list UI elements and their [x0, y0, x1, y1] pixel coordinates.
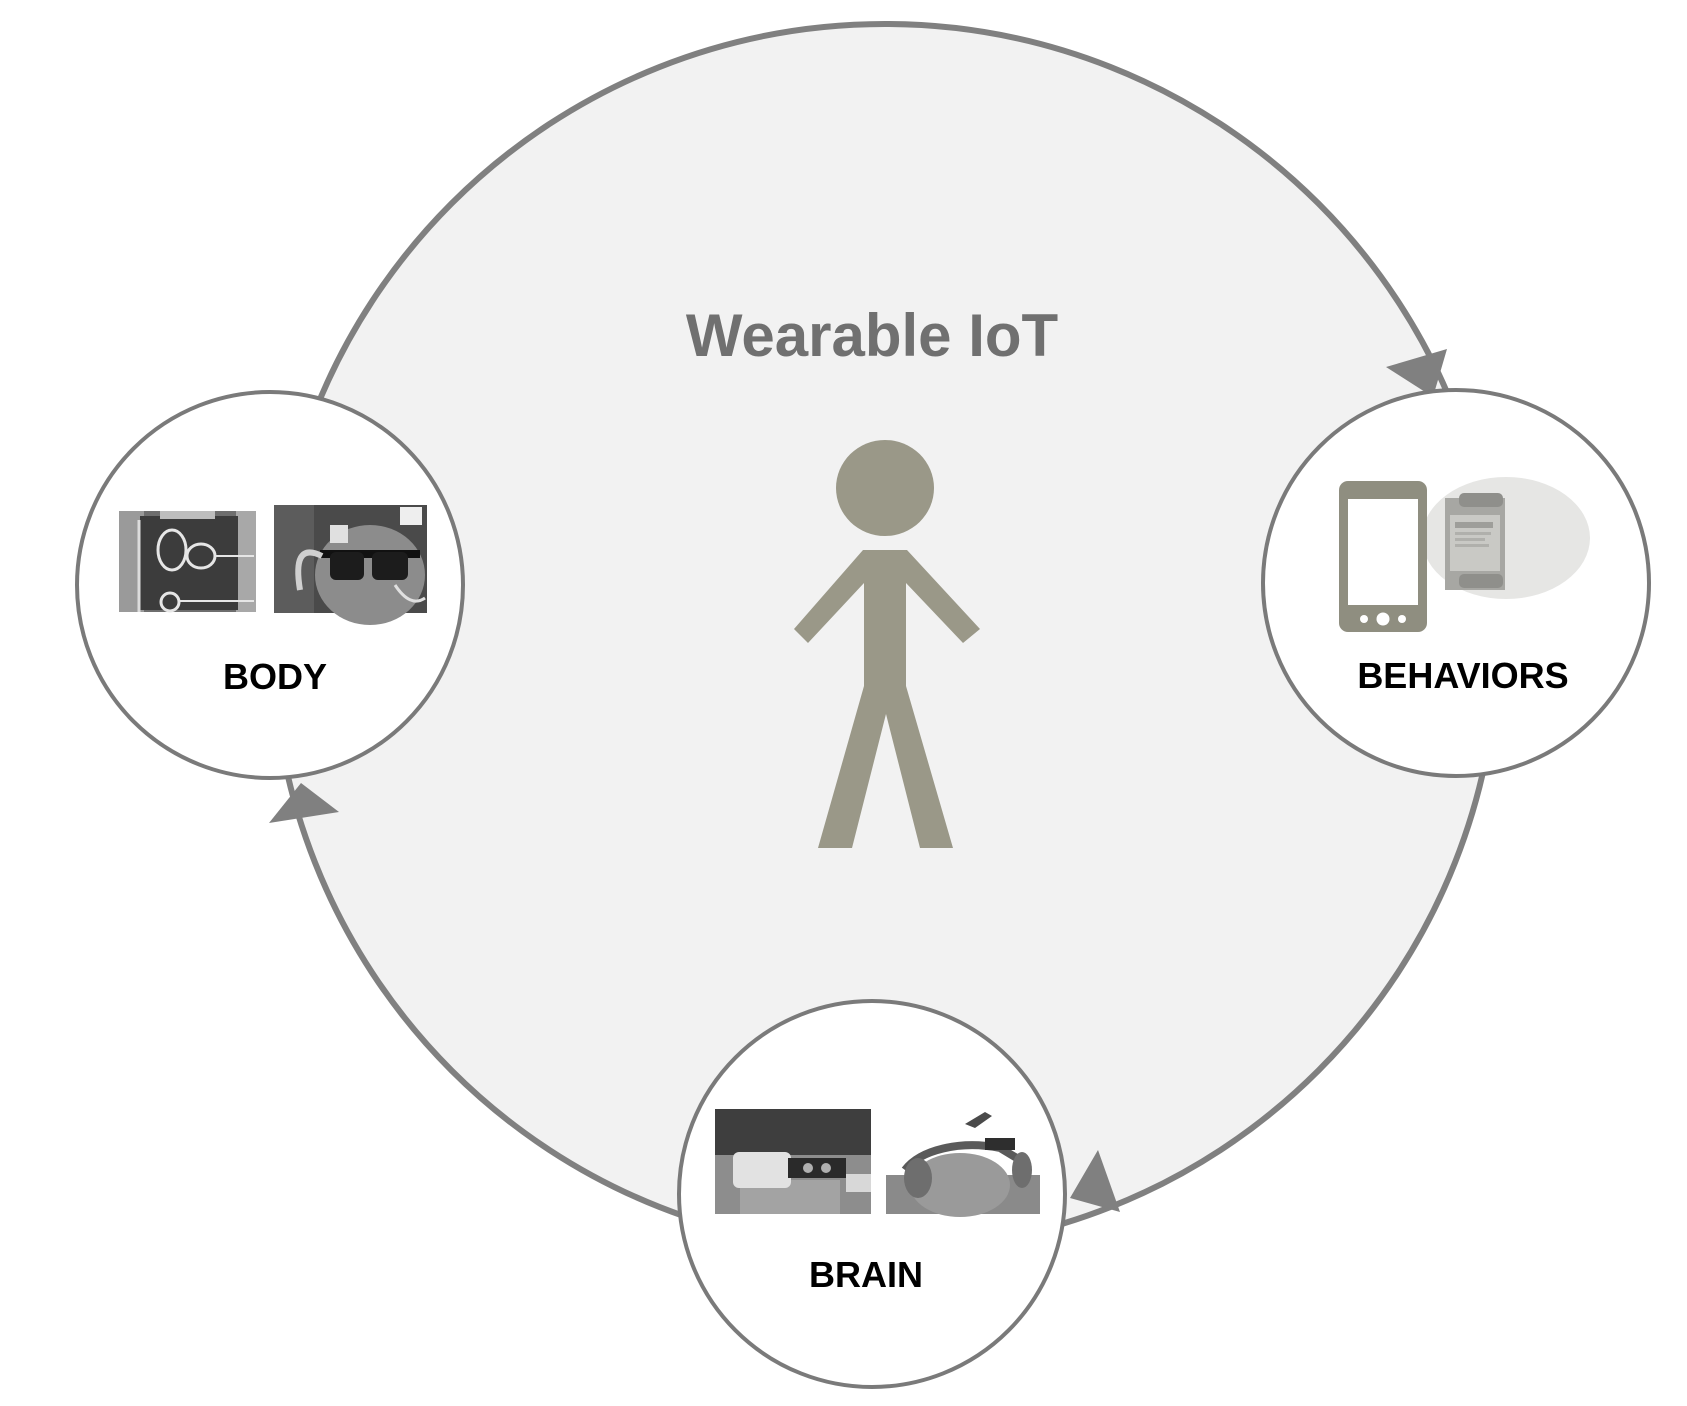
smartphone-icon — [1339, 481, 1427, 632]
smartwatch-photo — [1422, 477, 1590, 599]
arrow-to-behaviors-icon — [1386, 349, 1447, 397]
body-label: BODY — [223, 656, 327, 697]
brain-node: BRAIN — [677, 999, 1067, 1389]
behaviors-node: BEHAVIORS — [1261, 388, 1651, 778]
behaviors-label: BEHAVIORS — [1357, 655, 1568, 696]
arrow-to-brain-icon — [1070, 1150, 1120, 1212]
brain-label: BRAIN — [809, 1254, 923, 1295]
person-icon — [794, 440, 980, 848]
headband-eeg-photo — [886, 1109, 1040, 1217]
arrow-to-body-icon — [269, 783, 339, 823]
diagram-title: Wearable IoT — [686, 302, 1058, 369]
chest-sensor-photo — [119, 511, 256, 613]
forehead-eeg-photo — [715, 1109, 871, 1214]
body-node: BODY — [75, 390, 465, 780]
glasses-sensor-photo — [274, 505, 427, 625]
